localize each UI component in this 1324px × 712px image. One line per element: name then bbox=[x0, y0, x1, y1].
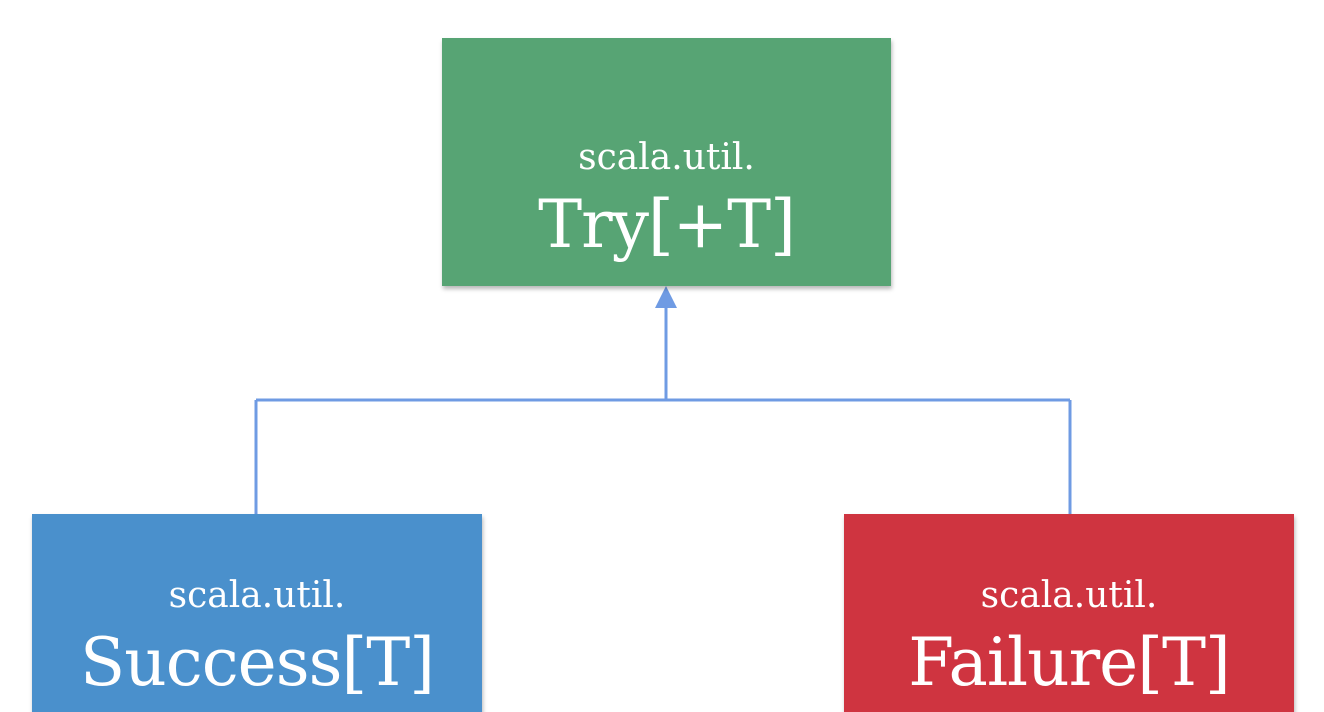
success-package-label: scala.util. bbox=[168, 575, 346, 616]
success-class-name: Success[T] bbox=[80, 624, 435, 701]
try-class-box: scala.util. Try[+T] bbox=[442, 38, 891, 286]
try-package-label: scala.util. bbox=[578, 137, 755, 178]
failure-class-box: scala.util. Failure[T] bbox=[844, 514, 1294, 712]
inheritance-arrowhead-icon bbox=[655, 286, 677, 308]
failure-class-name: Failure[T] bbox=[908, 624, 1231, 701]
success-class-box: scala.util. Success[T] bbox=[32, 514, 482, 712]
failure-package-label: scala.util. bbox=[980, 575, 1158, 616]
try-class-name: Try[+T] bbox=[538, 186, 796, 263]
